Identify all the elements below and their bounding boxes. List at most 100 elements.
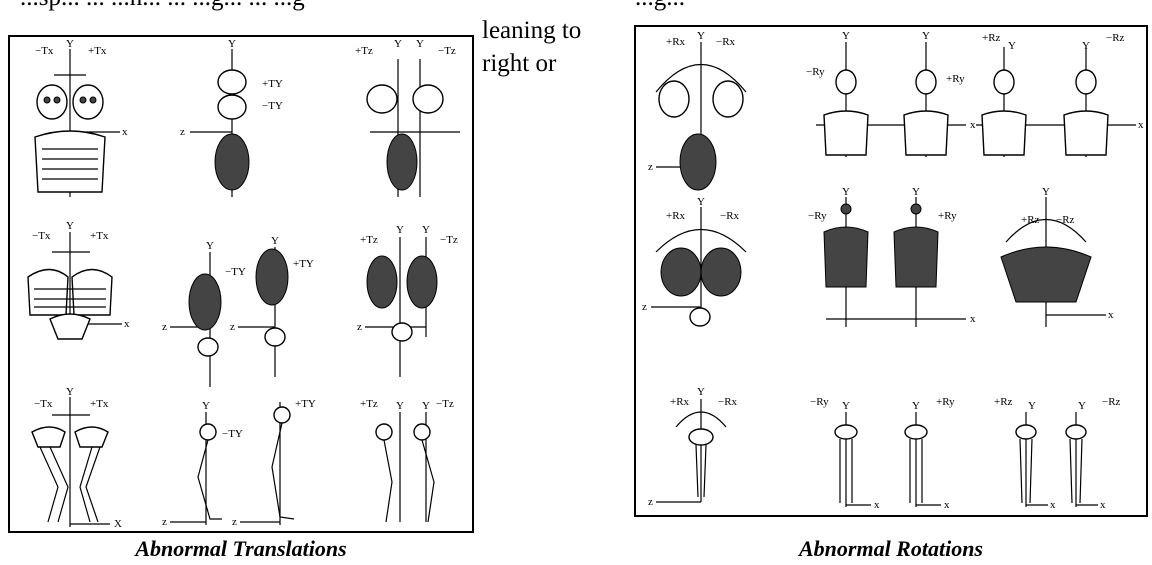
r3c3-rot-label-0: +Rz bbox=[994, 396, 1013, 408]
r2c1-rot-label-2: −Rx bbox=[720, 210, 740, 222]
r1c1-rot: +Rx Y −Rx z bbox=[648, 30, 746, 190]
header-fragment-left: ...sp... ... ...n... ... ...g... ... ...… bbox=[20, 0, 440, 12]
r3c3-rot-label-1: Y bbox=[1028, 400, 1036, 412]
r1c1-label-0: −Tx bbox=[35, 45, 54, 57]
r3c3-rot: +Rz Y Y −Rz x x bbox=[994, 396, 1121, 511]
r2c3-label-1: Y bbox=[396, 224, 404, 236]
r1c2-label-0: Y bbox=[228, 38, 236, 50]
r1c2-label-2: −TY bbox=[262, 100, 283, 112]
r3c2-rot-label-5: x bbox=[944, 499, 950, 511]
r3c1-label-2: +Tx bbox=[90, 398, 109, 410]
r3c2-rot-label-1: Y bbox=[842, 400, 850, 412]
r2c1-rot-label-3: z bbox=[642, 301, 647, 313]
r2c3-label-0: +Tz bbox=[360, 234, 378, 246]
r1c1-rot-label-2: −Rx bbox=[716, 36, 736, 48]
r3c2-rot-label-4: x bbox=[874, 499, 880, 511]
r1c3-rot-label-1: Y bbox=[1008, 40, 1016, 52]
r3c3-label-2: Y bbox=[422, 400, 430, 412]
rotations-caption: Abnormal Rotations bbox=[634, 536, 1148, 562]
r1c3-rot-label-4: x bbox=[1138, 119, 1144, 131]
r2c2-label-4: z bbox=[162, 321, 167, 333]
r1c2-rot-label-2: Y bbox=[922, 30, 930, 42]
r2c1-rot-label-1: Y bbox=[697, 196, 705, 208]
r2c2-rot-label-4: x bbox=[970, 313, 976, 325]
r1c1-rot-label-1: Y bbox=[697, 30, 705, 42]
r3c3-figure: +Tz Y Y −Tz bbox=[360, 398, 454, 522]
r3c3-rot-label-5: x bbox=[1100, 499, 1106, 511]
r2c2-label-0: Y bbox=[206, 240, 214, 252]
r1c2-figure: Y +TY −TY z bbox=[180, 38, 283, 197]
r2c2-label-5: z bbox=[230, 321, 235, 333]
r3c2-figure: Y −TY +TY z z bbox=[162, 398, 316, 528]
r3c3-label-0: +Tz bbox=[360, 398, 378, 410]
r3c3-rot-label-3: −Rz bbox=[1102, 396, 1121, 408]
r2c2-rot-label-1: Y bbox=[842, 186, 850, 198]
r3c1-rot-label-0: +Rx bbox=[670, 396, 690, 408]
rotations-diagram: +Rx Y −Rx z −Ry Y Y +Ry x +Rz Y Y −Rz x bbox=[636, 27, 1146, 515]
r2c2-rot: −Ry Y Y +Ry x bbox=[808, 186, 976, 327]
r1c2-rot-label-4: x bbox=[970, 119, 976, 131]
r2c2-rot-label-2: Y bbox=[912, 186, 920, 198]
r3c1-label-0: −Tx bbox=[34, 398, 53, 410]
r2c2-label-2: Y bbox=[271, 235, 279, 247]
r2c2-label-3: +TY bbox=[293, 258, 314, 270]
r2c2-rot-label-0: −Ry bbox=[808, 210, 827, 222]
r1c3-rot-label-2: Y bbox=[1082, 40, 1090, 52]
r3c2-rot-label-3: +Ry bbox=[936, 396, 955, 408]
r3c2-rot-label-2: Y bbox=[912, 400, 920, 412]
r3c2-label-1: −TY bbox=[222, 428, 243, 440]
r2c3-rot-label-3: x bbox=[1108, 309, 1114, 321]
r1c1-label-3: x bbox=[122, 126, 128, 138]
r1c3-label-2: Y bbox=[416, 38, 424, 50]
r3c1-label-1: Y bbox=[66, 386, 74, 398]
r1c1-rot-label-0: +Rx bbox=[666, 36, 686, 48]
r3c1-label-3: X bbox=[114, 518, 122, 530]
r3c3-rot-label-4: x bbox=[1050, 499, 1056, 511]
r1c1-figure: −Tx +Tx Y x bbox=[35, 38, 128, 197]
r3c1-rot-label-3: z bbox=[648, 496, 653, 508]
r2c1-rot-label-0: +Rx bbox=[666, 210, 686, 222]
r2c3-label-3: −Tz bbox=[440, 234, 458, 246]
r2c1-label-1: Y bbox=[66, 220, 74, 232]
r2c3-rot-label-1: Y bbox=[1042, 186, 1050, 198]
r2c3-rot-label-0: +Rz bbox=[1021, 214, 1040, 226]
translations-diagram: −Tx +Tx Y x Y +TY −TY z +Tz Y Y −Tz bbox=[10, 37, 472, 531]
r1c1-rot-label-3: z bbox=[648, 161, 653, 173]
rotations-figure: +Rx Y −Rx z −Ry Y Y +Ry x +Rz Y Y −Rz x bbox=[634, 25, 1148, 517]
r3c2-label-4: z bbox=[232, 516, 237, 528]
r3c2-label-3: z bbox=[162, 516, 167, 528]
r1c2-rot-label-1: Y bbox=[842, 30, 850, 42]
r2c1-label-2: +Tx bbox=[90, 230, 109, 242]
r2c3-rot: +Rz Y −Rz x bbox=[1001, 186, 1114, 327]
r2c2-rot-label-3: +Ry bbox=[938, 210, 957, 222]
r2c1-rot: +Rx Y −Rx z bbox=[642, 196, 746, 326]
r3c1-rot-label-1: Y bbox=[697, 386, 705, 398]
r1c3-rot-label-3: −Rz bbox=[1106, 32, 1125, 44]
r2c1-label-3: x bbox=[124, 318, 130, 330]
r3c1-figure: −Tx Y +Tx X bbox=[32, 386, 122, 530]
r1c2-label-3: z bbox=[180, 126, 185, 138]
translations-figure: −Tx +Tx Y x Y +TY −TY z +Tz Y Y −Tz bbox=[8, 35, 474, 533]
r3c3-rot-label-2: Y bbox=[1078, 400, 1086, 412]
r2c2-label-1: −TY bbox=[225, 266, 246, 278]
r2c3-rot-label-2: −Rz bbox=[1056, 214, 1075, 226]
r1c3-figure: +Tz Y Y −Tz bbox=[355, 38, 460, 197]
header-fragment-right: ...g... bbox=[635, 0, 975, 12]
r1c1-label-2: Y bbox=[66, 38, 74, 50]
r3c1-rot: +Rx Y −Rx z bbox=[648, 386, 738, 508]
r3c2-label-0: Y bbox=[202, 400, 210, 412]
r3c3-label-1: Y bbox=[396, 400, 404, 412]
side-text-line-1: leaning to bbox=[482, 14, 581, 47]
side-text-line-2: right or bbox=[482, 47, 581, 80]
r3c2-rot: −Ry Y Y +Ry x x bbox=[810, 396, 955, 511]
r1c2-rot: −Ry Y Y +Ry x bbox=[806, 30, 976, 157]
r3c3-label-3: −Tz bbox=[436, 398, 454, 410]
r1c3-label-0: +Tz bbox=[355, 45, 373, 57]
r3c1-rot-label-2: −Rx bbox=[718, 396, 738, 408]
r2c1-label-0: −Tx bbox=[32, 230, 51, 242]
r1c2-rot-label-3: +Ry bbox=[946, 73, 965, 85]
side-text: leaning to right or bbox=[482, 14, 581, 80]
r3c2-rot-label-0: −Ry bbox=[810, 396, 829, 408]
r1c3-rot: +Rz Y Y −Rz x bbox=[976, 32, 1144, 157]
r2c3-label-2: Y bbox=[422, 224, 430, 236]
